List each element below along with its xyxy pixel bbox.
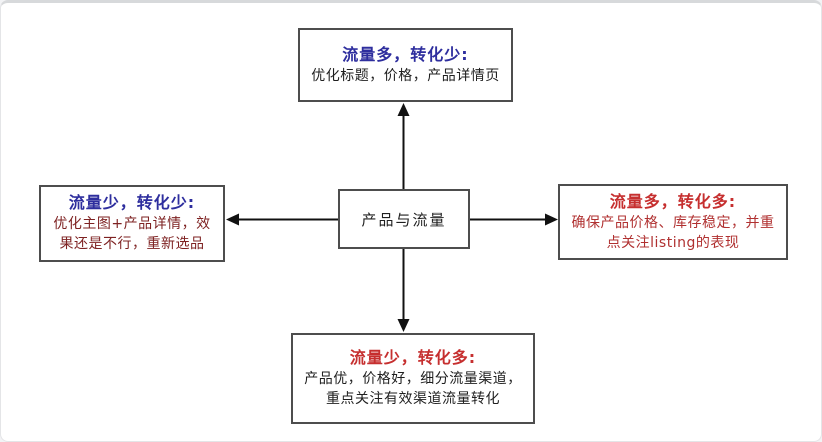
node-bottom-title: 流量少，转化多: — [349, 348, 477, 368]
arrow-up-icon — [397, 103, 410, 189]
node-top-title: 流量多，转化少: — [342, 45, 469, 65]
node-bottom-body: 产品优，价格好，细分流量渠道，重点关注有效渠道流量转化 — [304, 371, 522, 408]
node-right-body: 确保产品价格、库存稳定，并重点关注listing的表现 — [571, 214, 775, 251]
node-top-more-traffic-less-conversion: 流量多，转化少: 优化标题，价格，产品详情页 — [298, 28, 513, 102]
node-center-product-and-traffic: 产品与流量 — [338, 189, 470, 249]
node-left-body: 优化主图+产品详情，效果还是不行，重新选品 — [53, 216, 211, 253]
arrow-down-icon — [397, 249, 410, 332]
node-left-less-traffic-less-conversion: 流量少，转化少: 优化主图+产品详情，效果还是不行，重新选品 — [39, 185, 225, 262]
arrow-right-icon — [470, 213, 558, 226]
node-bottom-less-traffic-more-conversion: 流量少，转化多: 产品优，价格好，细分流量渠道，重点关注有效渠道流量转化 — [291, 333, 535, 424]
node-center-label: 产品与流量 — [361, 210, 447, 229]
node-left-title: 流量少，转化少: — [68, 193, 196, 213]
arrow-left-icon — [226, 213, 338, 226]
node-right-more-traffic-more-conversion: 流量多，转化多: 确保产品价格、库存稳定，并重点关注listing的表现 — [558, 184, 788, 260]
connector-arrows — [226, 103, 558, 332]
node-top-body: 优化标题，价格，产品详情页 — [311, 67, 500, 84]
node-right-title: 流量多，转化多: — [609, 191, 737, 211]
